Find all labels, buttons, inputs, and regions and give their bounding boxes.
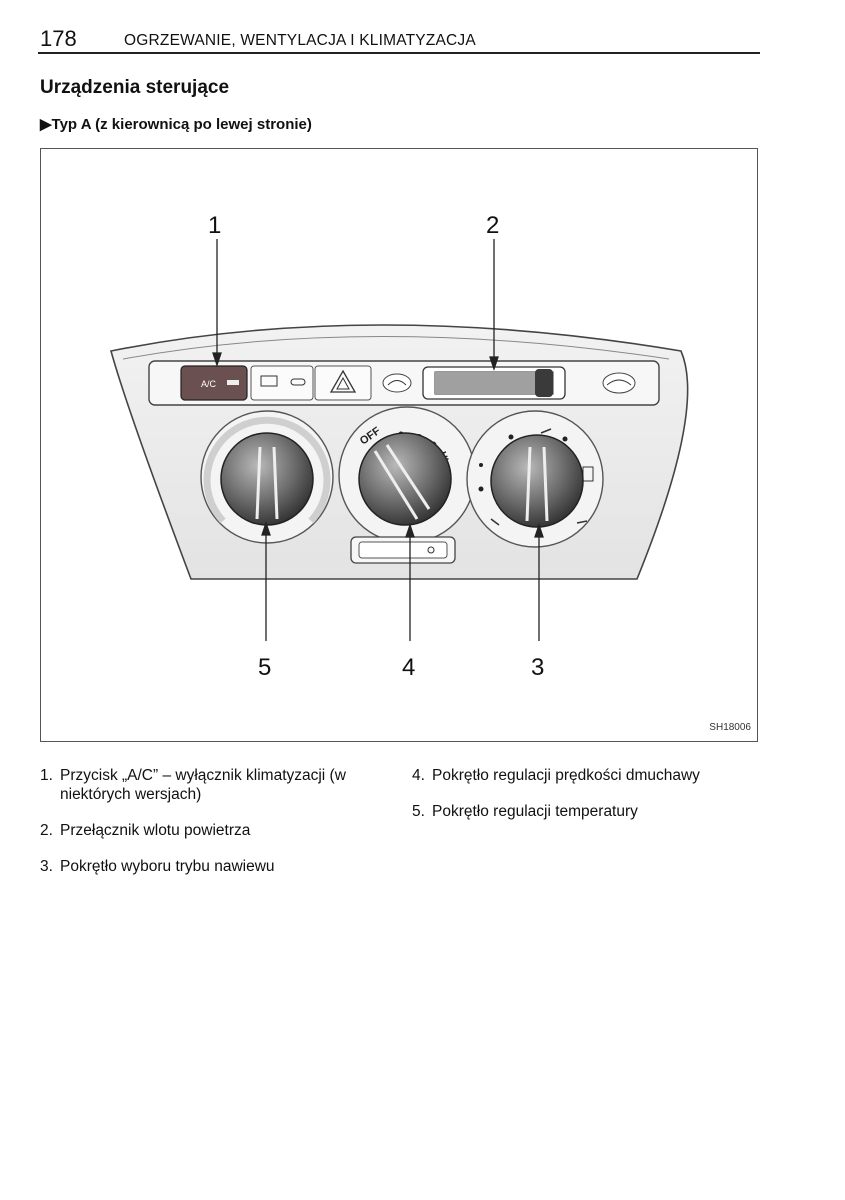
caption-item: 2. Przełącznik wlotu powietrza bbox=[40, 821, 380, 840]
temperature-knob bbox=[200, 410, 334, 544]
caption-text: Przełącznik wlotu powietrza bbox=[60, 822, 251, 839]
caption-number: 2. bbox=[40, 822, 53, 839]
caption-item: 5. Pokrętło regulacji temperatury bbox=[412, 802, 772, 821]
caption-text: Pokrętło regulacji prędkości dmuchawy bbox=[432, 767, 700, 784]
caption-number: 3. bbox=[40, 858, 53, 875]
page-header: 178 OGRZEWANIE, WENTYLACJA I KLIMATYZACJ… bbox=[38, 24, 760, 54]
ac-button bbox=[180, 365, 248, 401]
air-intake-slider-handle bbox=[535, 369, 553, 397]
control-panel-illustration: A/C OFF HI bbox=[110, 212, 689, 681]
caption-number: 5. bbox=[412, 803, 425, 820]
callout-1: 1 bbox=[208, 212, 221, 239]
caption-number: 1. bbox=[40, 767, 53, 784]
caption-number: 4. bbox=[412, 767, 425, 784]
caption-text: Pokrętło regulacji temperatury bbox=[432, 803, 638, 820]
callout-3: 3 bbox=[531, 654, 544, 681]
section-title: Urządzenia sterujące bbox=[40, 77, 230, 98]
figure-code: SH18006 bbox=[709, 722, 751, 733]
caption-text: Pokrętło wyboru trybu nawiewu bbox=[60, 858, 275, 875]
caption-text: Przycisk „A/C” – wyłącznik klimatyzacji … bbox=[60, 767, 346, 803]
caption-item: 4. Pokrętło regulacji prędkości dmuchawy bbox=[412, 766, 772, 785]
air-mode-knob bbox=[466, 410, 604, 548]
fan-speed-knob: OFF HI bbox=[338, 406, 476, 544]
captions-right: 4. Pokrętło regulacji prędkości dmuchawy… bbox=[412, 766, 772, 838]
caption-item: 3. Pokrętło wyboru trybu nawiewu bbox=[40, 857, 380, 876]
captions-left: 1. Przycisk „A/C” – wyłącznik klimatyzac… bbox=[40, 766, 380, 893]
rear-defogger-button bbox=[250, 365, 314, 401]
fresh-air-icon bbox=[602, 372, 636, 394]
chapter-title: OGRZEWANIE, WENTYLACJA I KLIMATYZACJA bbox=[124, 32, 476, 49]
control-panel-figure: A/C OFF HI bbox=[40, 148, 758, 742]
callout-5: 5 bbox=[258, 654, 271, 681]
page-number: 178 bbox=[40, 26, 77, 51]
recirculation-icon bbox=[382, 373, 412, 393]
subtitle: ▶Typ A (z kierownicą po lewej stronie) bbox=[40, 116, 312, 133]
hazard-button bbox=[314, 365, 372, 401]
caption-item: 1. Przycisk „A/C” – wyłącznik klimatyzac… bbox=[40, 766, 380, 804]
callout-4: 4 bbox=[402, 654, 415, 681]
ac-button-label: A/C bbox=[201, 379, 217, 389]
callout-2: 2 bbox=[486, 212, 499, 239]
